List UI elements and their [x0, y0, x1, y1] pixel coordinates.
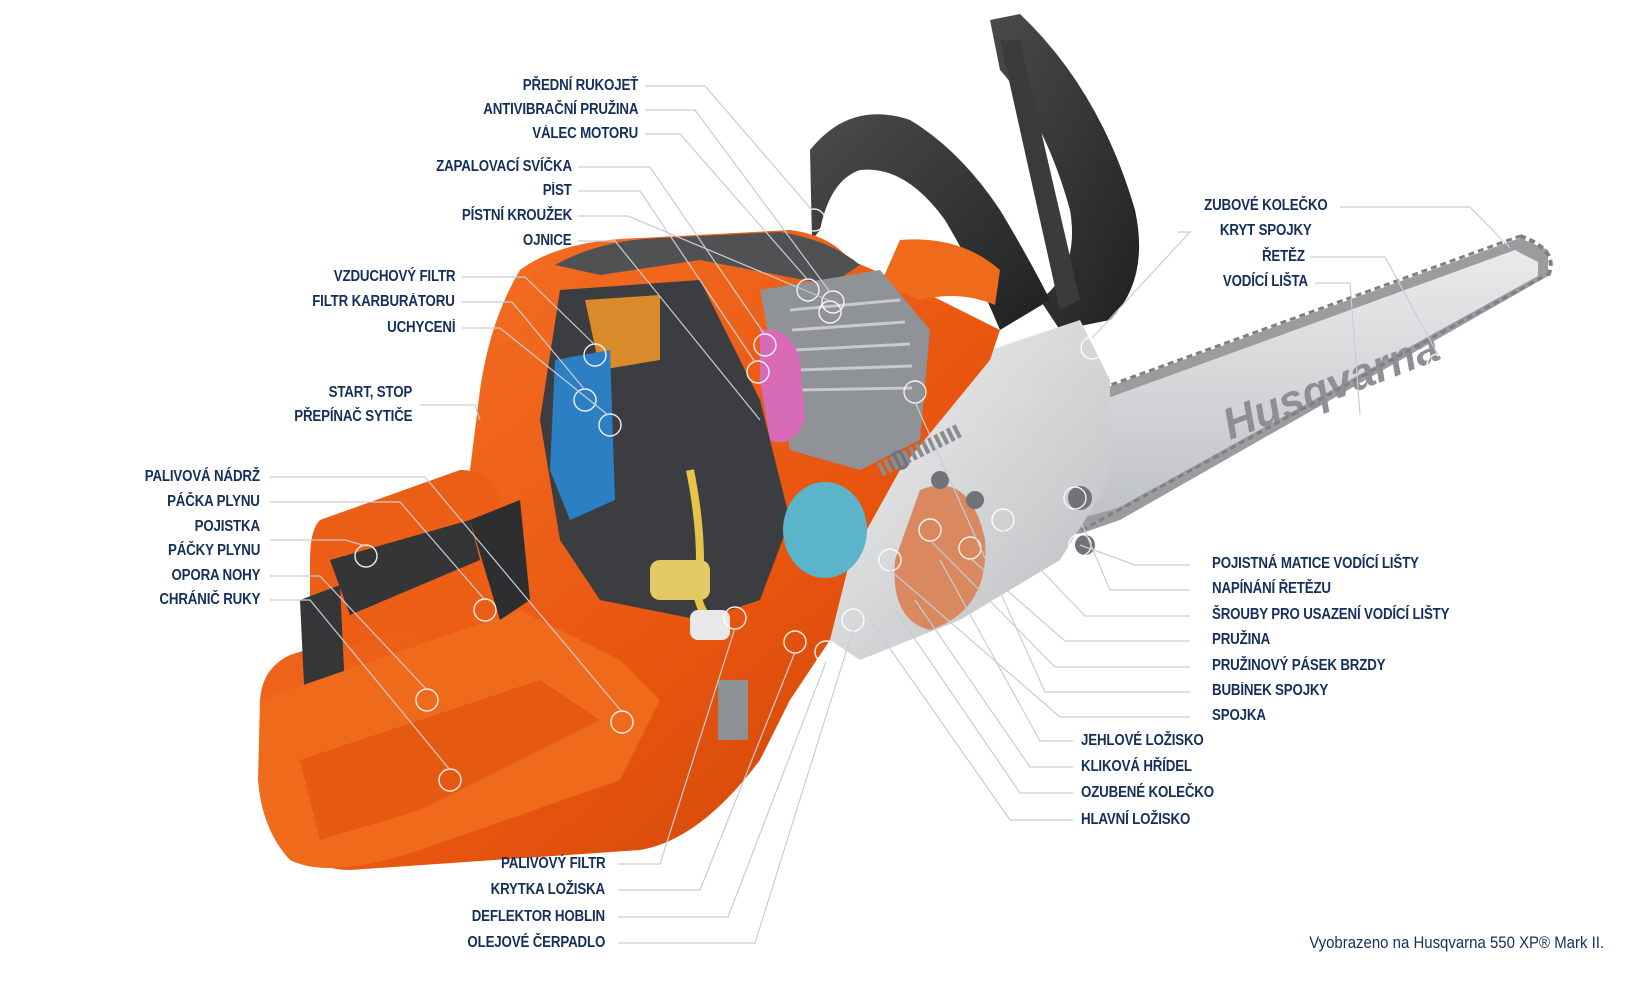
label-opora-nohy: OPORA NOHY: [171, 567, 260, 584]
label-srouby: ŠROUBY PRO USAZENÍ VODÍCÍ LIŠTY: [1212, 606, 1450, 623]
label-napinani-retezu: NAPÍNÁNÍ ŘETĚZU: [1212, 580, 1331, 597]
label-packa-plynu: PÁČKA PLYNU: [167, 493, 260, 510]
label-antivibracni-pruzina: ANTIVIBRAČNÍ PRUŽINA: [482, 101, 638, 118]
label-jehlove-lozisko: JEHLOVÉ LOŽISKO: [1081, 732, 1204, 749]
label-pojistka: POJISTKA: [194, 518, 260, 535]
label-zapalovaci-svicka: ZAPALOVACÍ SVÍČKA: [436, 158, 572, 175]
label-pist: PÍST: [543, 182, 572, 199]
label-olejove-cerpadlo: OLEJOVÉ ČERPADLO: [467, 934, 605, 951]
label-krytka-loziska: KRYTKA LOŽISKA: [490, 881, 606, 898]
label-predni-rukojet: PŘEDNÍ RUKOJEŤ: [522, 77, 639, 94]
fuel-line: [686, 469, 713, 623]
label-hlavni-lozisko: HLAVNÍ LOŽISKO: [1081, 811, 1191, 828]
label-palivova-nadrz: PALIVOVÁ NÁDRŽ: [144, 468, 260, 485]
callout-markers: [354, 208, 1450, 792]
label-bubinek-spojky: BUBÍNEK SPOJKY: [1212, 682, 1329, 699]
fuel-filter: [650, 560, 710, 600]
label-deflektor-hoblin: DEFLEKTOR HOBLIN: [471, 908, 605, 925]
label-prepinac-sytice: PŘEPÍNAČ SYTIČE: [293, 408, 412, 425]
label-kryt-spojky: KRYT SPOJKY: [1220, 222, 1312, 239]
label-packy-plynu: PÁČKY PLYNU: [167, 542, 260, 559]
carburetor-filter: [550, 350, 615, 520]
label-ozubene-kolecko: OZUBENÉ KOLEČKO: [1081, 784, 1214, 801]
spark-plug: [760, 329, 805, 443]
label-pruzina: PRUŽINA: [1212, 631, 1271, 648]
label-filtr-karburatoru: FILTR KARBURÁTORU: [312, 293, 456, 310]
label-zubove-kolecko: ZUBOVÉ KOLEČKO: [1204, 197, 1328, 214]
label-vzduchovy-filtr: VZDUCHOVÝ FILTR: [333, 268, 455, 285]
label-pistni-krouzek: PÍSTNÍ KROUŽEK: [461, 207, 572, 224]
leader-lines: [270, 85, 1511, 944]
model-caption: Vyobrazeno na Husqvarna 550 XP® Mark II.: [1309, 933, 1604, 952]
label-retez: ŘETĚZ: [1262, 248, 1305, 265]
label-start-stop: START, STOP: [328, 384, 412, 401]
label-palivovy-filtr: PALIVOVÝ FILTR: [500, 855, 606, 872]
oil-pump-housing: [783, 482, 867, 578]
label-vodici-lista: VODÍCÍ LIŠTA: [1222, 273, 1308, 290]
label-ojnice: OJNICE: [523, 232, 572, 249]
label-chranic-ruky: CHRÁNIČ RUKY: [159, 591, 260, 608]
label-valec-motoru: VÁLEC MOTORU: [532, 125, 638, 142]
label-uchyceni: UCHYCENÍ: [386, 319, 455, 336]
chip-deflector: [718, 680, 748, 740]
engine-internals: [540, 270, 1095, 740]
label-klikova-hridel: KLIKOVÁ HŘÍDEL: [1081, 758, 1192, 775]
label-spojka: SPOJKA: [1212, 707, 1266, 724]
label-pruzinovy-pasek: PRUŽINOVÝ PÁSEK BRZDY: [1212, 657, 1386, 674]
label-pojistna-matice: POJISTNÁ MATICE VODÍCÍ LIŠTY: [1212, 555, 1419, 572]
